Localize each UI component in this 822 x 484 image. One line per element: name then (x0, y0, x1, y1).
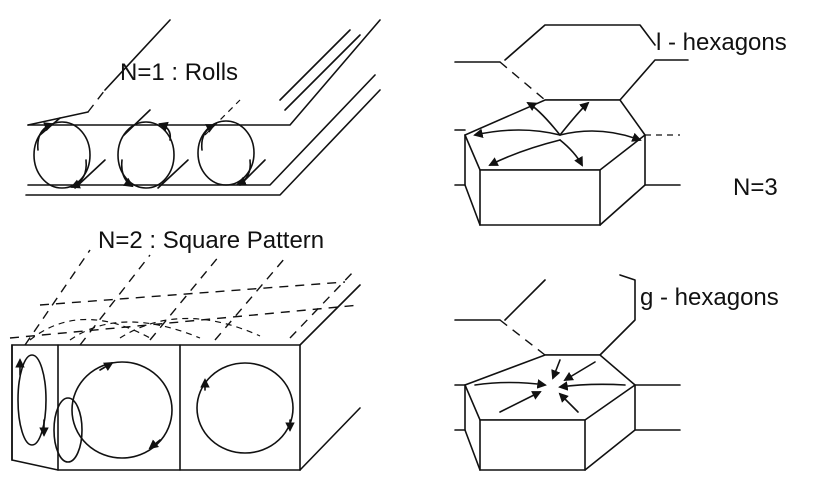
g-hexagons-diagram (454, 274, 681, 471)
roll-3 (197, 120, 255, 186)
label-n3: N=3 (733, 174, 778, 201)
roll-1 (33, 121, 91, 189)
label-g-hexagons: g - hexagons (640, 284, 779, 311)
cell-ellipse-2 (53, 397, 83, 463)
rolls-diagram (25, 19, 381, 196)
label-l-hexagons: l - hexagons (656, 29, 787, 56)
cell-ellipse-3 (71, 361, 173, 459)
cell-ellipse-1 (17, 354, 47, 446)
roll-2 (117, 121, 175, 189)
label-square-pattern: N=2 : Square Pattern (98, 227, 324, 254)
square-pattern-diagram (9, 249, 361, 471)
cell-ellipse-4 (196, 362, 294, 454)
label-rolls: N=1 : Rolls (120, 59, 238, 86)
l-hexagons-diagram (454, 24, 689, 226)
